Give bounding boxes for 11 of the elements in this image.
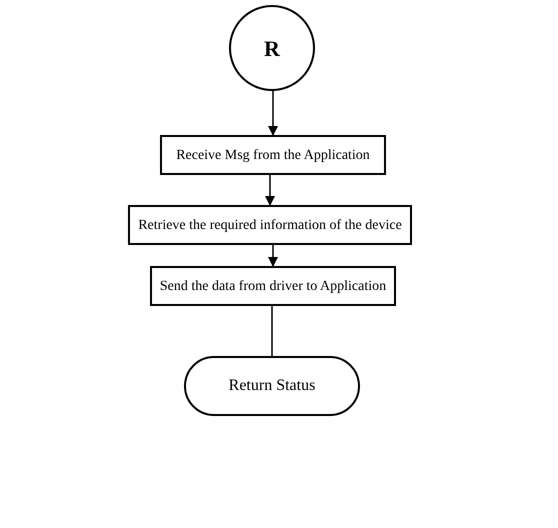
process-box — [150, 266, 396, 306]
process-box — [128, 205, 412, 245]
node-label: R — [264, 34, 280, 62]
node-label: Retrieve the required information of the device — [138, 216, 402, 234]
node-label: Return Status — [228, 376, 316, 396]
arrow — [268, 245, 278, 267]
arrow — [265, 175, 275, 206]
arrow — [268, 91, 278, 136]
process-box — [160, 135, 386, 175]
node-label: Receive Msg from the Application — [176, 146, 370, 164]
node-label: Send the data from driver to Application — [160, 278, 386, 296]
